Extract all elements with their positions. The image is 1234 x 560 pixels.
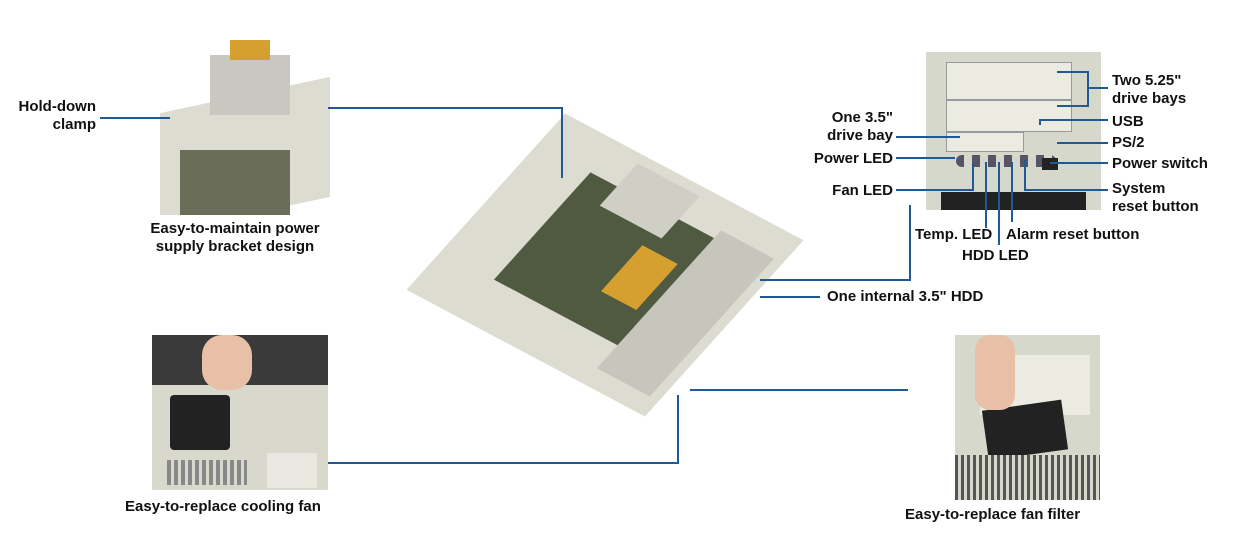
filter-caption: Easy-to-replace fan filter bbox=[905, 506, 1081, 523]
psu-caption: Easy-to-maintain power supply bracket de… bbox=[120, 220, 350, 256]
cooling-fan-photo bbox=[152, 335, 328, 490]
label-line: supply bracket design bbox=[155, 238, 315, 255]
label-line: clamp bbox=[52, 116, 96, 133]
power-switch-label: Power switch bbox=[1112, 155, 1208, 172]
leader-fan bbox=[328, 395, 679, 464]
leader-psu bbox=[328, 107, 563, 178]
fan-led-label: Fan LED bbox=[832, 182, 893, 199]
fan-filter-photo bbox=[955, 335, 1100, 500]
front-panel-photo bbox=[926, 52, 1101, 210]
psu-bracket-photo bbox=[140, 40, 330, 215]
label-line: System bbox=[1112, 180, 1166, 197]
leader-system-reset bbox=[1024, 160, 1108, 191]
label-line: One 3.5" bbox=[831, 109, 893, 126]
label-line: Easy-to-maintain power bbox=[150, 220, 320, 237]
label-line: drive bays bbox=[1112, 90, 1187, 107]
label-line: drive bay bbox=[827, 127, 893, 144]
one-bay-label: One 3.5" drive bay bbox=[795, 109, 893, 145]
system-reset-label: System reset button bbox=[1112, 180, 1199, 216]
two-bays-label: Two 5.25" drive bays bbox=[1112, 72, 1186, 108]
leader-fan-led bbox=[896, 162, 974, 191]
ps2-label: PS/2 bbox=[1112, 134, 1145, 151]
usb-label: USB bbox=[1112, 113, 1144, 130]
label-line: Two 5.25" bbox=[1112, 72, 1182, 89]
alarm-reset-label: Alarm reset button bbox=[1006, 226, 1140, 243]
hdd-led-label: HDD LED bbox=[962, 247, 1029, 264]
leader-usb bbox=[1039, 119, 1108, 125]
power-led-label: Power LED bbox=[813, 150, 893, 167]
label-line: Hold-down bbox=[18, 98, 96, 115]
leader-two-bays bbox=[1057, 71, 1108, 107]
fan-caption: Easy-to-replace cooling fan bbox=[125, 498, 321, 515]
hold-down-clamp-label: Hold-down clamp bbox=[8, 98, 96, 134]
label-line: reset button bbox=[1112, 198, 1199, 215]
internal-hdd-label: One internal 3.5" HDD bbox=[827, 288, 984, 305]
leader-internal-hdd-top bbox=[760, 205, 911, 281]
temp-led-label: Temp. LED bbox=[915, 226, 993, 243]
